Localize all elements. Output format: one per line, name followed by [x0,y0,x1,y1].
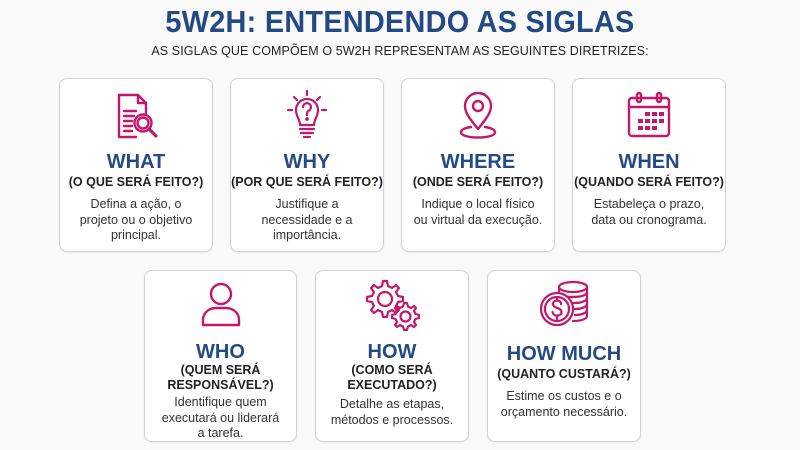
card-description: Detalhe as etapas, métodos e processos. [330,397,454,427]
card-label: WHERE [440,151,516,173]
card-label: HOW MUCH [506,343,622,365]
location-pin-icon [452,89,504,141]
card-question: (O QUE SERÁ FEITO?) [68,175,204,189]
card-description: Estime os custos e o orçamento necessári… [500,389,628,419]
card-label: WHY [283,151,331,173]
card-how-much: HOW MUCH (QUANTO CUSTARÁ?) Estime os cus… [487,270,641,442]
gears-icon [363,277,421,331]
card-question: (POR QUE SERÁ FEITO?) [231,175,383,189]
card-why: WHY (POR QUE SERÁ FEITO?) Justifique a n… [230,78,384,252]
card-description: Justifique a necessidade e a importância… [261,197,353,242]
card-how: HOW (COMO SERÁ EXECUTADO?) Detalhe as et… [315,270,469,442]
card-who: WHO (QUEM SERÁ RESPONSÁVEL?) Identifique… [144,270,297,442]
card-label: WHAT [106,151,166,173]
person-icon [195,279,247,331]
calendar-icon [623,89,675,141]
card-description: Estabeleça o prazo, data ou cronograma. [591,197,707,227]
page-title: 5W2H: ENTENDENDO AS SIGLAS [165,4,635,39]
card-question: (COMO SERÁ EXECUTADO?) [347,363,437,392]
card-label: WHO [196,341,245,363]
lightbulb-question-icon [281,89,333,141]
document-search-icon [110,91,162,143]
page-subtitle: AS SIGLAS QUE COMPÕEM O 5W2H REPRESENTAM… [151,44,649,58]
card-description: Identifique quem executará ou liderará a… [161,395,280,440]
card-what: WHAT (O QUE SERÁ FEITO?) Defina a ação, … [59,78,213,252]
card-question: (QUANTO CUSTARÁ?) [497,367,631,381]
card-description: Defina a ação, o projeto ou o objetivo p… [79,197,193,242]
card-question: (QUEM SERÁ RESPONSÁVEL?) [167,363,274,392]
card-question: (ONDE SERÁ FEITO?) [412,175,544,189]
card-label: HOW [367,341,417,363]
card-where: WHERE (ONDE SERÁ FEITO?) Indique o local… [401,78,555,252]
card-question: (QUANDO SERÁ FEITO?) [574,175,724,189]
card-when: WHEN (QUANDO SERÁ FEITO?) Estabeleça o p… [572,78,726,252]
card-label: WHEN [618,151,680,173]
card-description: Indique o local físico ou virtual da exe… [413,197,543,227]
coins-dollar-icon [535,279,593,331]
